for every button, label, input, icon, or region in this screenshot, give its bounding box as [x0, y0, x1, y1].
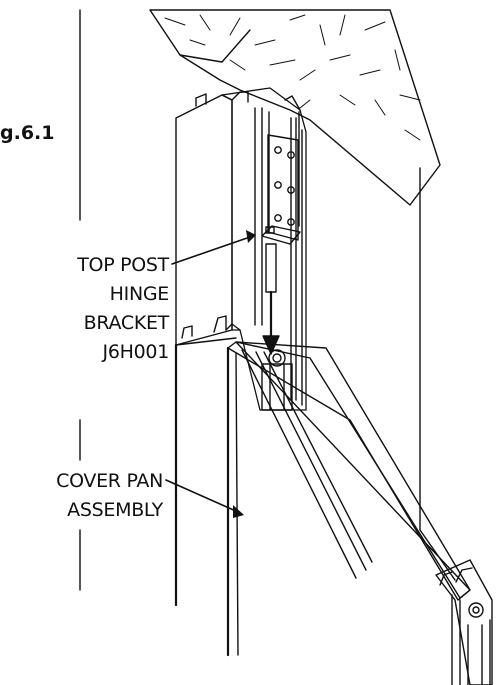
- callout-line: COVER PAN: [56, 470, 163, 492]
- callout-cover-pan: COVER PAN ASSEMBLY: [56, 470, 163, 522]
- callout-leaders: [165, 230, 256, 518]
- callout-line: J6H001: [102, 341, 170, 363]
- cover-pan-assembly: [226, 341, 471, 657]
- roof-panel: [149, 9, 441, 206]
- wall-corner: [419, 167, 456, 581]
- figure-number-label: g.6.1: [0, 122, 55, 144]
- hinge-pin: [262, 243, 280, 355]
- callout-line: ASSEMBLY: [67, 499, 163, 521]
- callout-hinge-bracket: TOP POST HINGE BRACKET J6H001: [77, 254, 169, 364]
- callout-line: HINGE: [109, 283, 170, 305]
- callout-line: TOP POST: [77, 254, 169, 276]
- post-lower-clip: [175, 315, 241, 346]
- lower-post-detail: [435, 559, 493, 685]
- callout-line: BRACKET: [83, 312, 170, 334]
- hinge-bracket: [261, 134, 301, 245]
